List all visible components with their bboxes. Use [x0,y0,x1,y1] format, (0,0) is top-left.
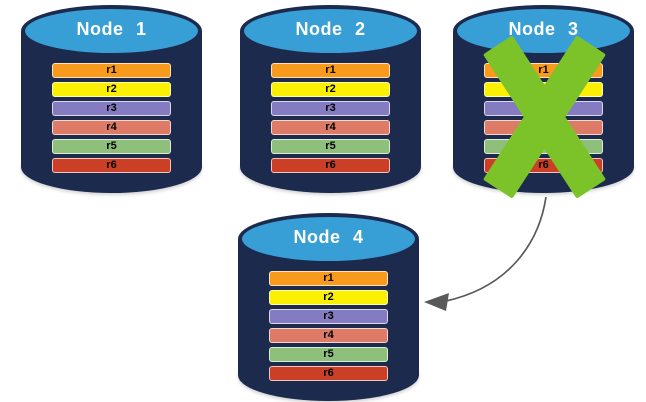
record-r6: r6 [269,366,388,381]
record-r4: r4 [271,120,390,135]
record-list: r1 r2 r3 r4 r5 r6 [269,271,388,385]
record-r3: r3 [52,101,171,116]
record-r3: r3 [271,101,390,116]
record-r5: r5 [52,139,171,154]
record-r4: r4 [269,328,388,343]
record-r2: r2 [269,290,388,305]
db-node-4: Node 4 r1 r2 r3 r4 r5 r6 [238,213,419,401]
db-node-1: Node 1 r1 r2 r3 r4 r5 r6 [21,5,202,193]
record-r6: r6 [52,158,171,173]
record-list: r1 r2 r3 r4 r5 r6 [271,63,390,177]
cylinder-top [240,5,421,57]
record-r1: r1 [269,271,388,286]
record-list: r1 r2 r3 r4 r5 r6 [52,63,171,177]
failure-x-icon [453,5,634,199]
record-r1: r1 [52,63,171,78]
node-label: Node 3 [508,19,579,39]
record-r4: r4 [52,120,171,135]
cylinder-top [453,5,634,57]
node-label: Node 1 [76,19,147,39]
record-r5: r5 [269,347,388,362]
cylinder-top [238,213,419,265]
record-r6: r6 [271,158,390,173]
record-r2: r2 [271,82,390,97]
record-r1: r1 [271,63,390,78]
node-label: Node 2 [295,19,366,39]
record-r5: r5 [271,139,390,154]
record-r3: r3 [269,309,388,324]
arrow-curve [445,196,547,302]
node-label: Node 4 [293,227,364,247]
arrow-head-icon [424,293,449,311]
record-r2: r2 [52,82,171,97]
cylinder-top [21,5,202,57]
db-node-2: Node 2 r1 r2 r3 r4 r5 r6 [240,5,421,193]
